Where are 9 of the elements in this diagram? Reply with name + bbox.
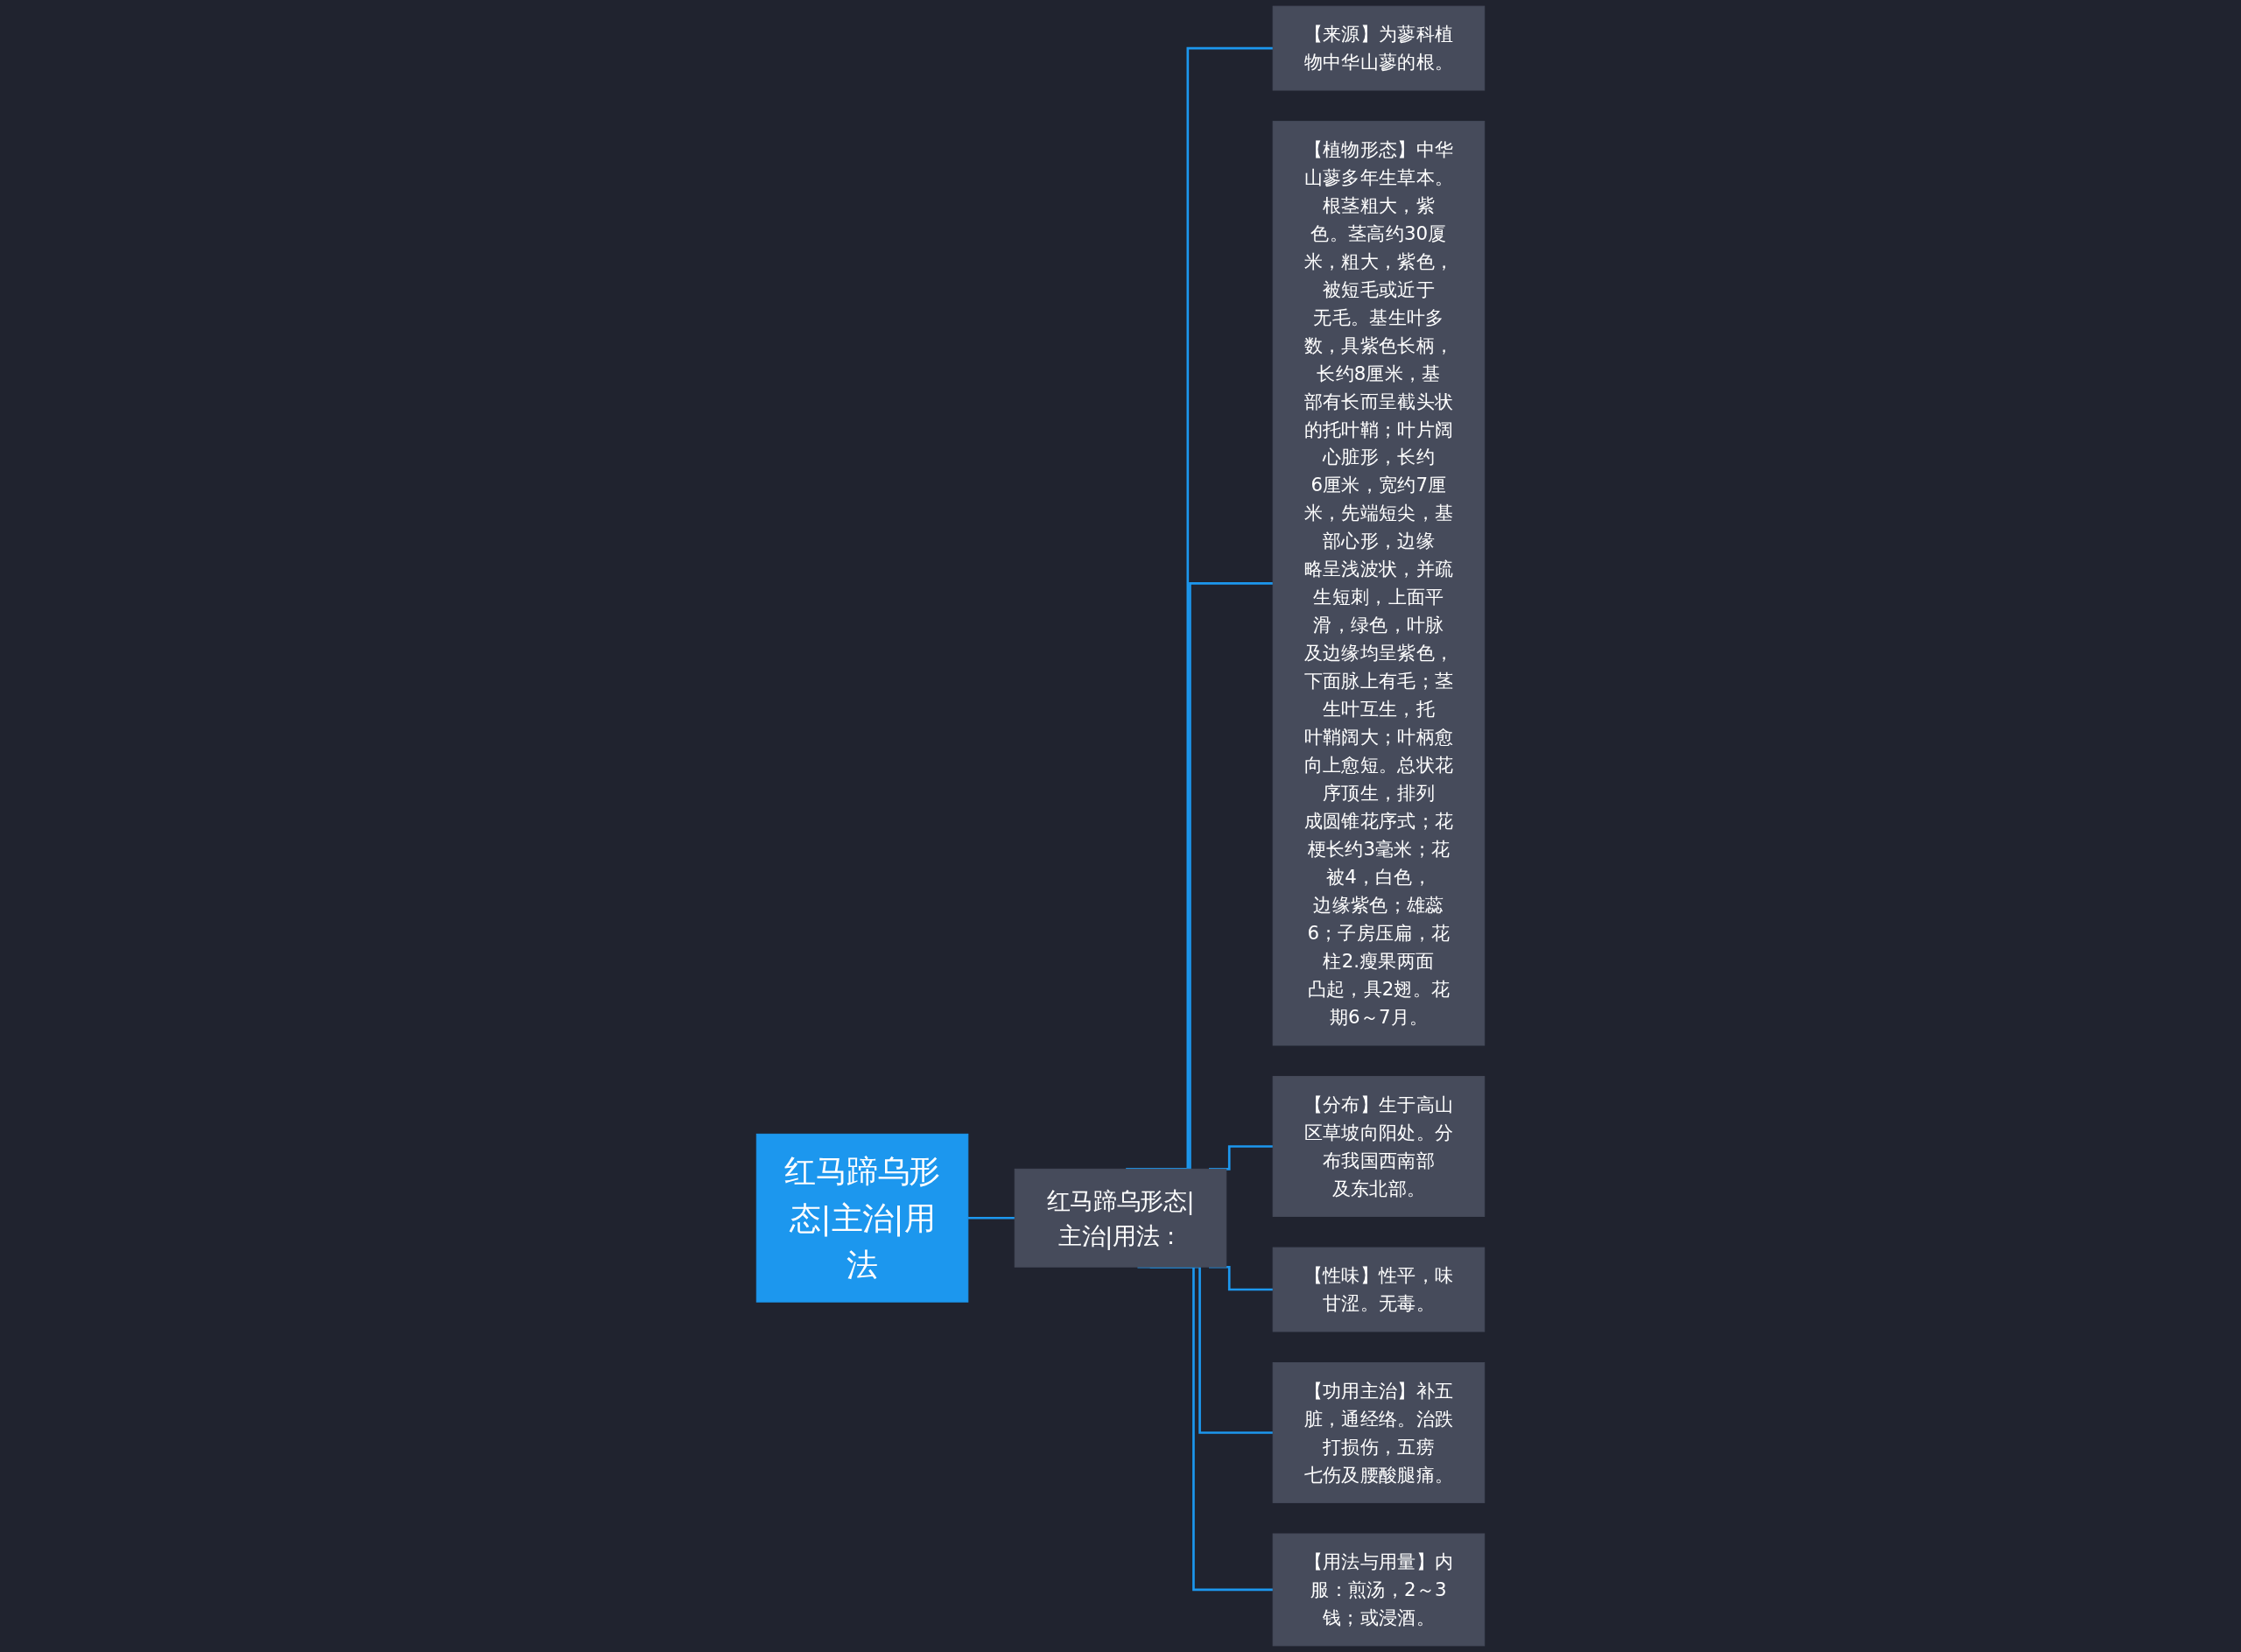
connector [967,1216,1015,1220]
node-box: 【植物形态】中华山蓼多年生草本。根茎粗大，紫色。茎高约30厦米，粗大，紫色，被短毛或近于无毛。基生叶多数，具紫色长柄，长约8厘米，基部有长而呈截头状的托叶鞘；叶片阔心脏形，长约6厘米，宽约7厘米，先端短尖，基部心形，边缘略呈浅波状，并疏生短刺，上面平滑，绿色，叶脉及边缘均呈紫色，下面脉上有毛；茎生叶互生，托叶鞘阔大；叶柄愈向上愈短。总状花序顶生，排列成圆锥花序式；花梗长约3毫米；花被4，白色，边缘紫色；雄蕊6；子房压扁，花柱2.瘦果两面凸起，具2翅。花期6～7月。 [1272,121,1486,1046]
node-box: 【功用主治】补五脏，通经络。治跌打损伤，五痨七伤及腰酸腿痛。 [1272,1362,1486,1503]
node-box: 红马蹄乌形态|主治|用法 [755,1133,969,1303]
node-box: 【分布】生于高山区草坡向阳处。分布我国西南部及东北部。 [1272,1076,1486,1217]
node-box: 【用法与用量】内服：煎汤，2～3钱；或浸酒。 [1272,1533,1486,1647]
node-box: 红马蹄乌形态|主治|用法： [1014,1168,1227,1268]
node-box: 【来源】为蓼科植物中华山蓼的根。 [1272,5,1486,91]
node-box: 【性味】性平，味甘涩。无毒。 [1272,1247,1486,1332]
